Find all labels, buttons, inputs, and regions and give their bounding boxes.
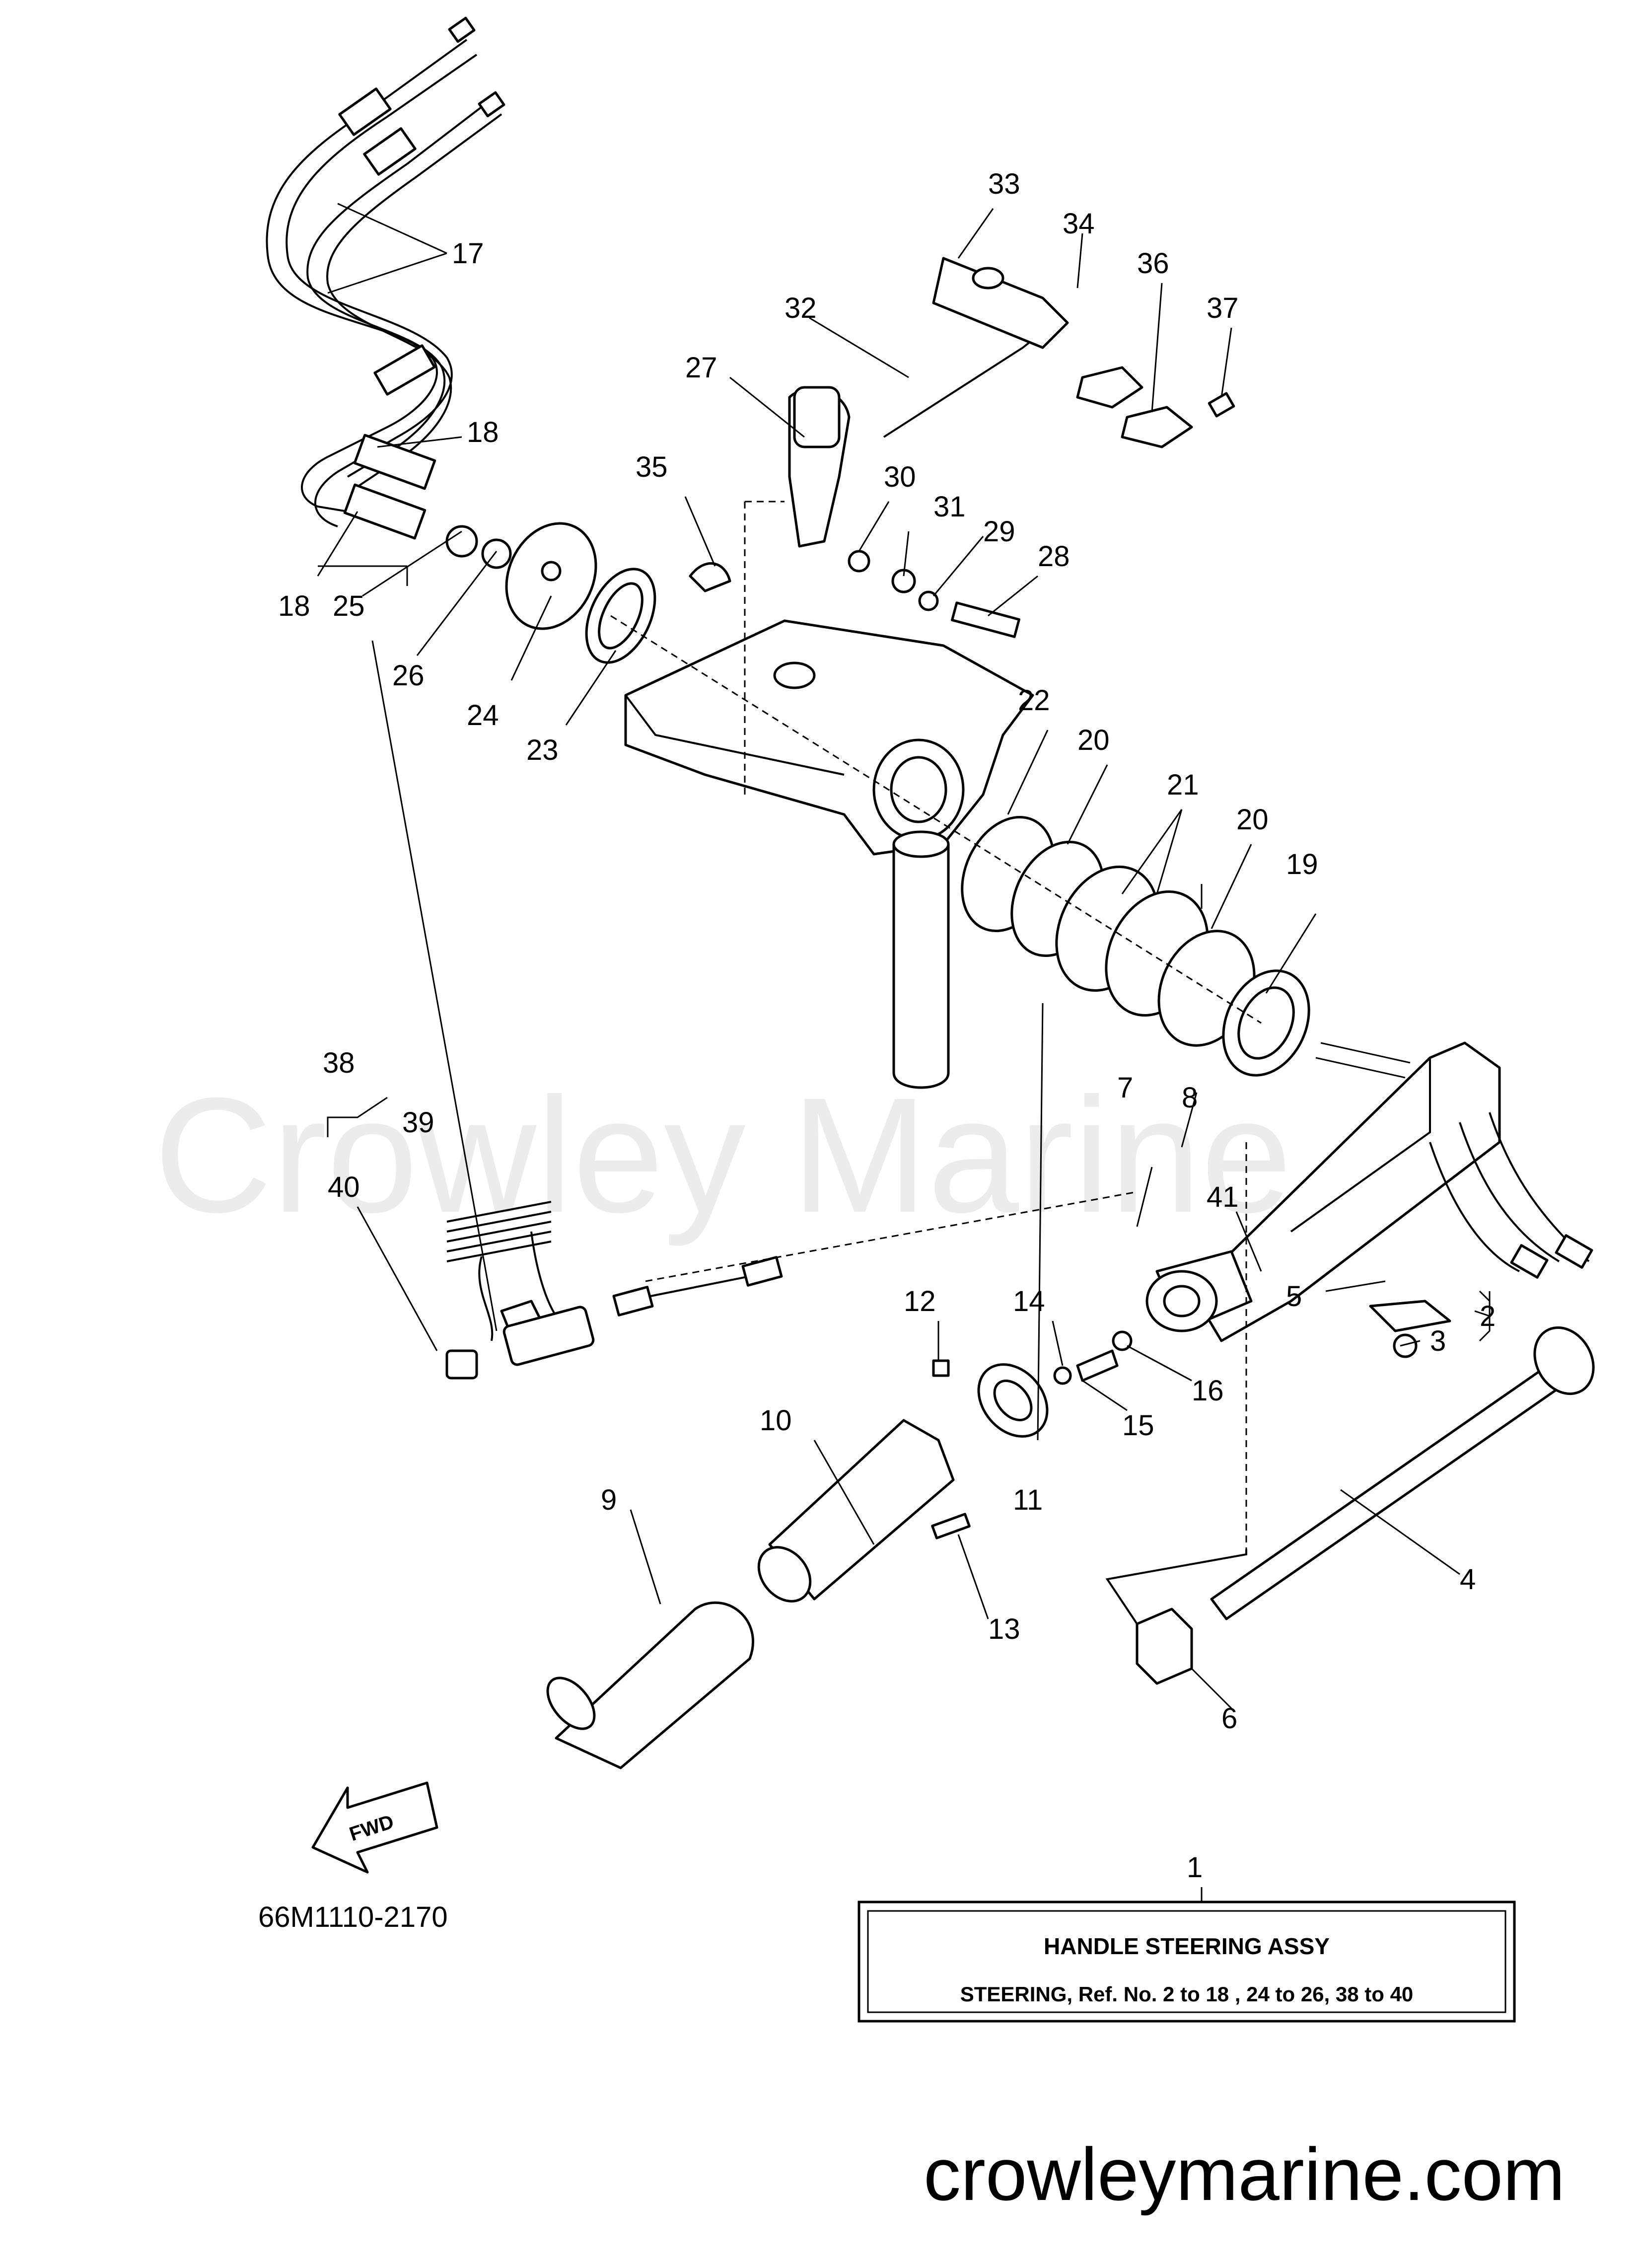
- callout: 20: [1077, 724, 1110, 756]
- callout: 38: [323, 1047, 355, 1079]
- callout: 27: [685, 352, 717, 384]
- callout: 25: [333, 590, 365, 622]
- callout: 12: [904, 1285, 936, 1317]
- callout: 23: [526, 734, 559, 766]
- callout: 11: [1013, 1484, 1043, 1516]
- leader-lines: [317, 203, 1491, 1709]
- callout: 34: [1063, 208, 1095, 240]
- friction-rod: [1105, 1300, 1595, 1685]
- callout: 30: [884, 461, 916, 493]
- callout: 22: [1018, 684, 1050, 717]
- group-bracket-2: [1479, 1290, 1491, 1342]
- callout: 5: [1286, 1280, 1302, 1313]
- callout: 33: [988, 168, 1020, 200]
- throttle-grip: [546, 1330, 1133, 1769]
- callout: 16: [1192, 1375, 1224, 1407]
- footer-url: crowleymarine.com: [924, 2132, 1565, 2216]
- steering-bracket: [624, 619, 1034, 1089]
- callout: 18: [467, 416, 499, 448]
- callout: 19: [1286, 848, 1318, 880]
- callout: 1: [1187, 1851, 1203, 1884]
- steering-handle-arm: [1145, 1041, 1593, 1342]
- callout: 10: [760, 1404, 792, 1437]
- callout: 2: [1480, 1300, 1496, 1332]
- callout: 4: [1460, 1563, 1476, 1596]
- fwd-arrow-icon: FWD: [311, 1781, 438, 1874]
- info-box-subtitle: STEERING, Ref. No. 2 to 18 , 24 to 26, 3…: [960, 1982, 1414, 2006]
- callout: 17: [452, 237, 484, 270]
- callout: 14: [1013, 1285, 1045, 1317]
- callout: 37: [1207, 292, 1239, 324]
- callout: 24: [467, 699, 499, 732]
- callout: 39: [402, 1106, 434, 1139]
- callout: 20: [1236, 804, 1269, 836]
- watermark: Crowley Marine: [154, 1063, 1292, 1247]
- shift-plate-parts: [445, 522, 656, 664]
- callout: 13: [988, 1613, 1020, 1645]
- callout: 28: [1038, 540, 1070, 573]
- callout: 41: [1207, 1181, 1239, 1213]
- callout: 6: [1221, 1702, 1237, 1735]
- callout: 3: [1430, 1325, 1446, 1357]
- shift-lever-linkage: [689, 257, 1235, 638]
- stop-switch: [445, 1201, 783, 1380]
- callout: 9: [601, 1484, 617, 1516]
- callout: 7: [1117, 1072, 1133, 1104]
- callout: 21: [1167, 769, 1199, 801]
- callout: 31: [933, 491, 966, 523]
- callout: 36: [1137, 247, 1169, 280]
- callout-numbers: 1 2 3 4 5 6 7 8 9 10 11 12 13 14 15 16 1…: [278, 168, 1496, 1884]
- center-lines: [610, 501, 1262, 1549]
- callout: 35: [636, 451, 668, 483]
- info-box: HANDLE STEERING ASSY STEERING, Ref. No. …: [857, 1887, 1516, 2023]
- callout: 32: [785, 292, 817, 324]
- group-bracket-38: [327, 1097, 388, 1137]
- cables-17: [266, 16, 505, 540]
- callout: 18: [278, 590, 310, 622]
- washers-19-22: [961, 815, 1310, 1077]
- callout: 15: [1122, 1409, 1154, 1442]
- diagram-code: 66M1110-2170: [258, 1901, 448, 1933]
- callout: 29: [983, 515, 1015, 548]
- callout: 26: [392, 659, 425, 692]
- info-box-title: HANDLE STEERING ASSY: [1044, 1933, 1330, 1959]
- callout: 8: [1182, 1082, 1198, 1114]
- callout: 40: [328, 1171, 360, 1203]
